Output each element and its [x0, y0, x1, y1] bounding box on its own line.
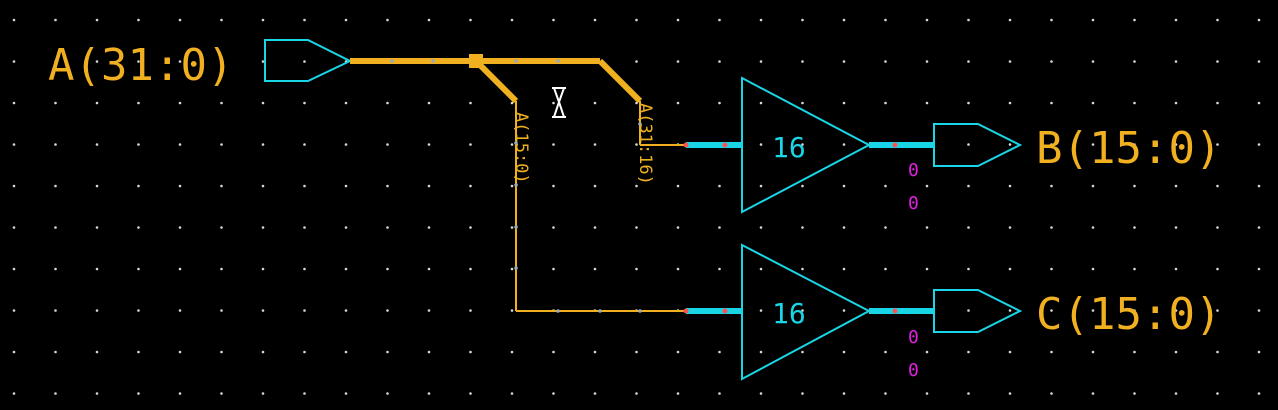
bus-wires[interactable]: [350, 58, 690, 312]
net-label-a-low: A(15:0): [511, 112, 531, 184]
output-port-b-symbol[interactable]: [933, 123, 1023, 167]
buffer-lower[interactable]: 16 0 0: [686, 243, 934, 381]
buffer-lower-width-label: 16: [772, 297, 806, 330]
output-port-c[interactable]: C(15:0): [933, 289, 1221, 340]
output-port-c-symbol[interactable]: [933, 289, 1023, 333]
buffer-upper-pin-label-top: 0: [908, 160, 919, 181]
output-port-c-label: C(15:0): [1036, 289, 1221, 340]
buffer-upper-width-label: 16: [772, 131, 806, 164]
pin-junction-markers: [683, 142, 898, 314]
buffer-upper-pin-label-bottom: 0: [908, 193, 919, 214]
output-port-b[interactable]: B(15:0): [933, 123, 1221, 174]
hourglass-cursor-icon: [552, 87, 566, 118]
wire-vertex-dots: [390, 59, 642, 313]
bus-junction-marker[interactable]: [469, 54, 483, 68]
buffer-upper-symbol[interactable]: [741, 76, 872, 214]
bus-ripper-high[interactable]: [597, 58, 643, 104]
input-port-a[interactable]: A(31:0): [48, 39, 353, 91]
input-port-a-symbol[interactable]: [264, 39, 353, 82]
buffer-lower-pin-label-top: 0: [908, 327, 919, 348]
grid-dots: [12, 18, 1261, 395]
input-port-a-label: A(31:0): [48, 40, 233, 91]
buffer-upper[interactable]: 16 0 0: [686, 76, 934, 214]
output-port-b-label: B(15:0): [1036, 123, 1221, 174]
buffer-lower-symbol[interactable]: [741, 243, 872, 381]
buffer-lower-pin-label-bottom: 0: [908, 360, 919, 381]
net-label-a-high: A(31:16): [635, 103, 655, 185]
